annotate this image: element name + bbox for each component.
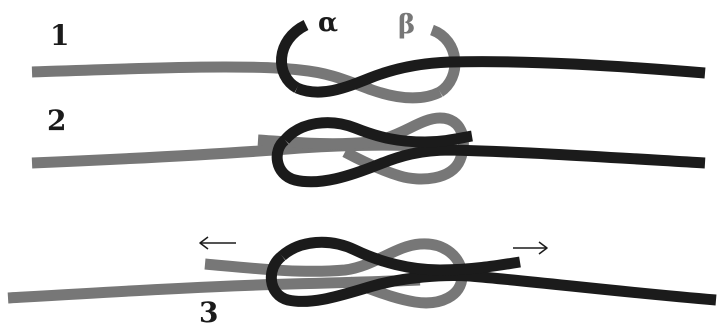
step-2-label: 2: [47, 104, 67, 137]
light-rope-loop: [257, 112, 469, 185]
dark-rope: [265, 251, 717, 307]
dark-rope-end-alpha: [276, 20, 309, 93]
alpha-end-label: α: [318, 8, 339, 38]
dark-rope: [294, 56, 706, 98]
step-1-knot: [31, 20, 706, 104]
step-3-knot: [7, 236, 717, 309]
step-3-label: 3: [199, 296, 219, 329]
light-rope: [31, 61, 443, 104]
arrow-left-icon: [199, 236, 236, 250]
dark-rope-loop: [280, 117, 473, 148]
step-1-label: 1: [50, 19, 70, 52]
dark-rope-loop: [278, 236, 521, 276]
beta-end-label: β: [398, 10, 416, 40]
dark-rope: [271, 135, 706, 188]
step-2-knot: [31, 112, 706, 188]
arrow-right-icon: [513, 241, 548, 255]
light-rope-loop: [204, 238, 468, 309]
